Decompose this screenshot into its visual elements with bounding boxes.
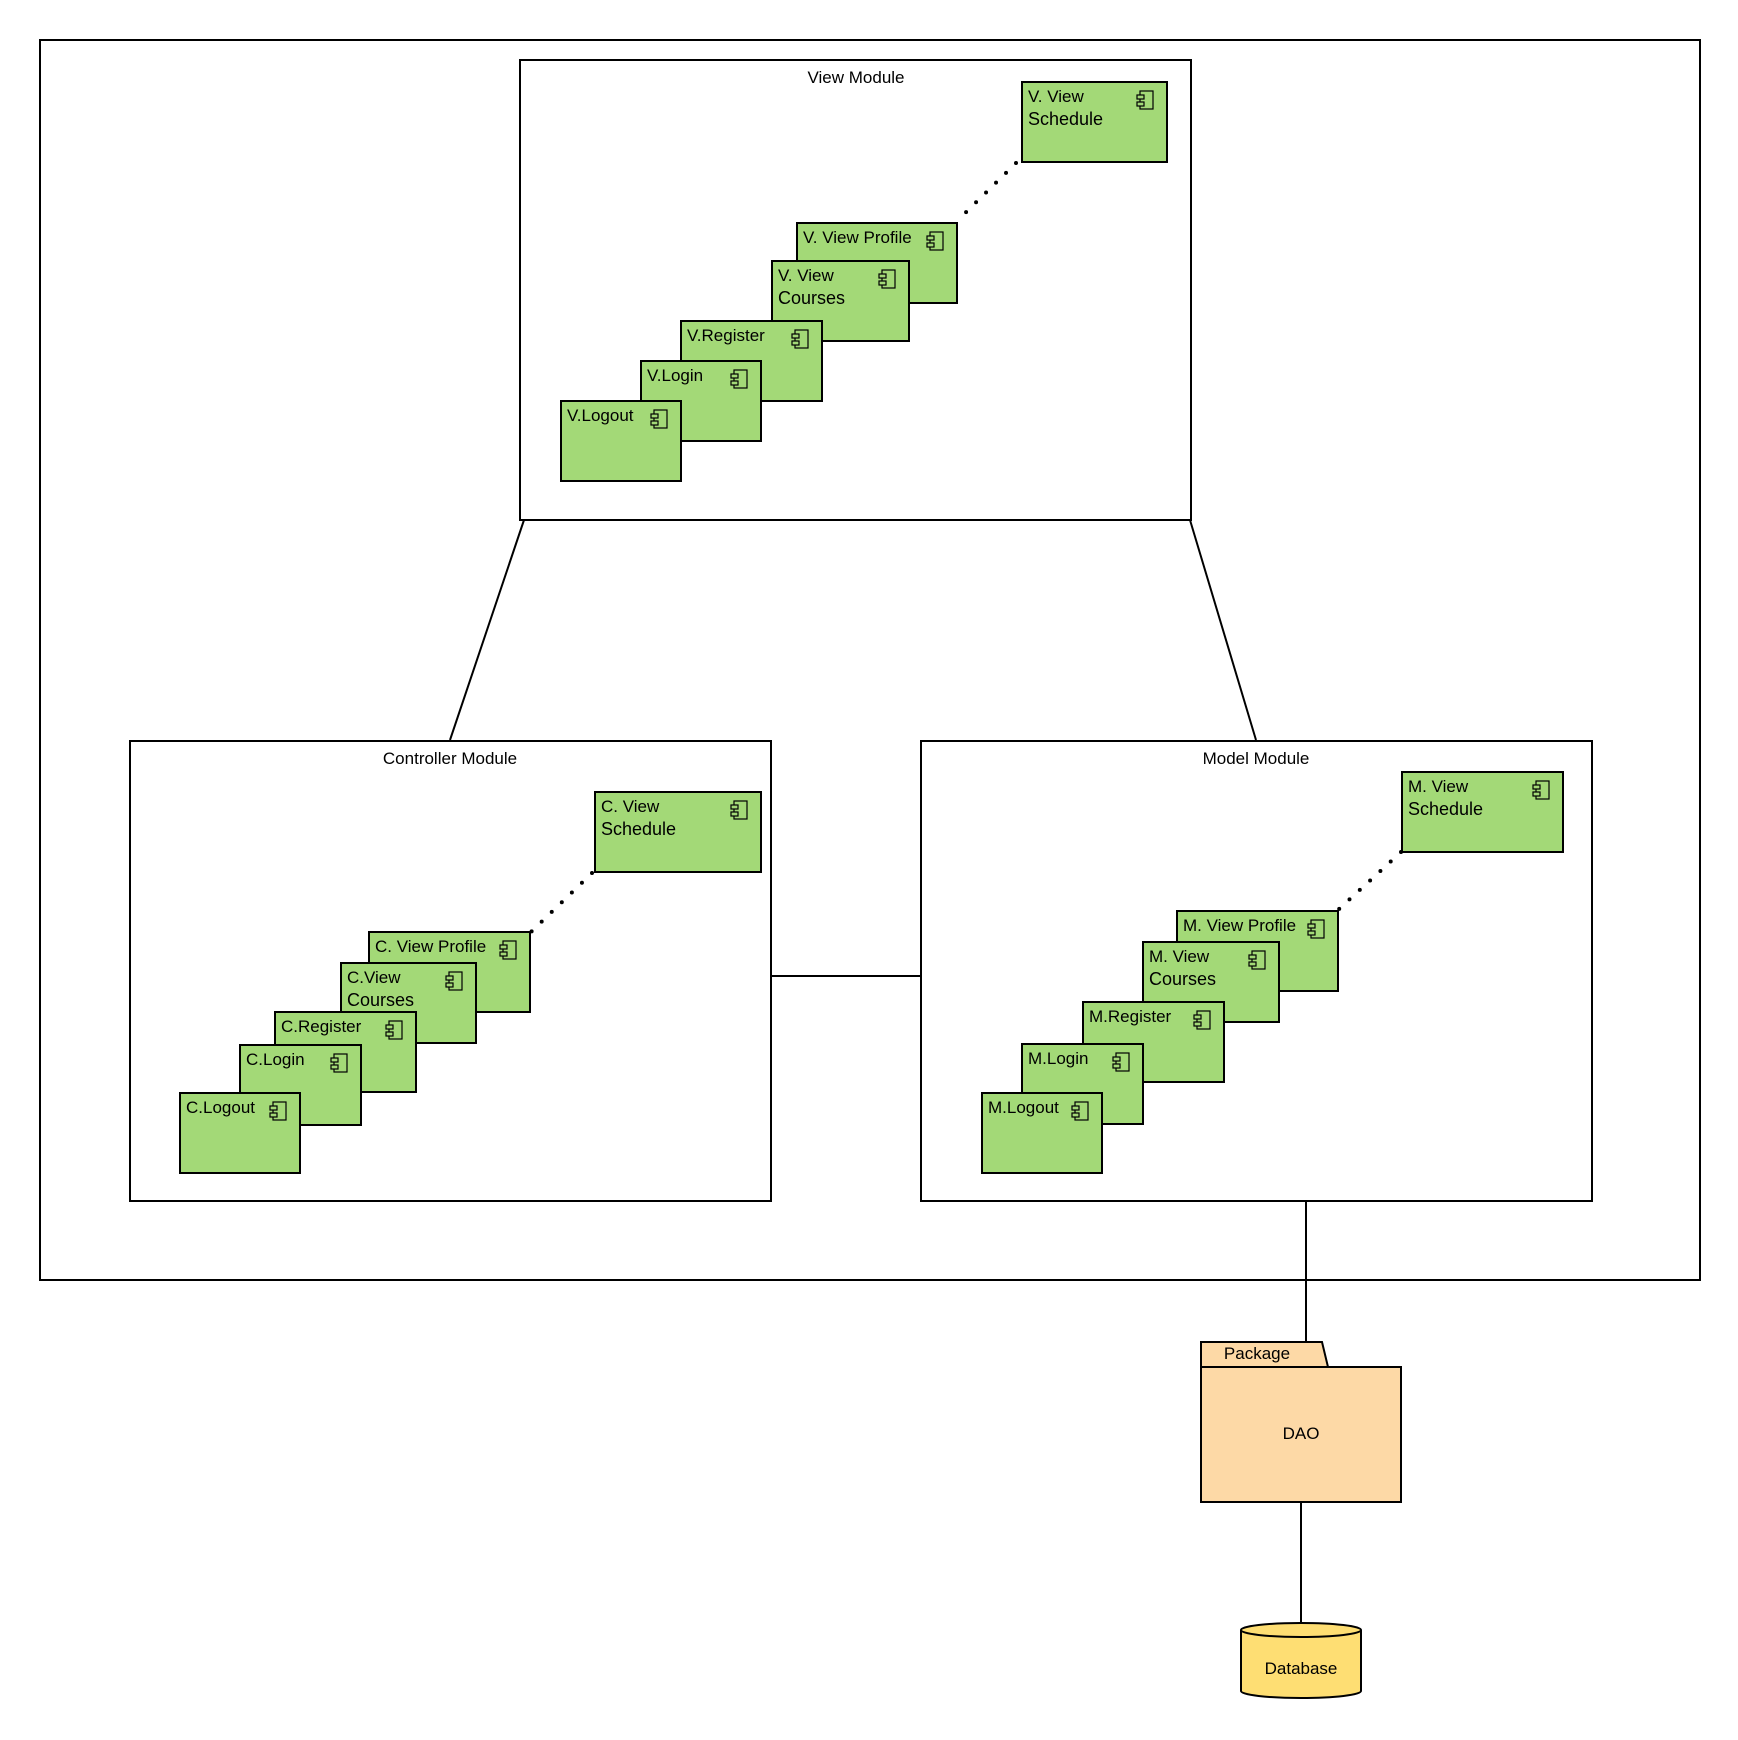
component-label: V. View xyxy=(778,266,834,285)
uml-component-icon xyxy=(791,329,809,349)
controller-module-title: Controller Module xyxy=(383,749,517,768)
uml-component-icon xyxy=(1248,950,1266,970)
component-label: C.Login xyxy=(246,1050,305,1069)
ellipsis-connector xyxy=(1336,850,1403,912)
package-tab-label: Package xyxy=(1224,1344,1290,1363)
component-label: M. View xyxy=(1408,777,1469,796)
component-label: Schedule xyxy=(1028,109,1103,129)
component-label: V.Logout xyxy=(567,406,634,425)
component-label: V.Register xyxy=(687,326,765,345)
component-label: V. View xyxy=(1028,87,1084,106)
component-label: Schedule xyxy=(1408,799,1483,819)
uml-component-icon xyxy=(445,971,463,991)
component-label: C. View xyxy=(601,797,660,816)
component-v-logout: V.Logout xyxy=(560,400,682,482)
component-m-logout: M.Logout xyxy=(981,1092,1103,1174)
model-module-title: Model Module xyxy=(1203,749,1310,768)
database-label: Database xyxy=(1265,1659,1338,1678)
uml-component-icon xyxy=(1112,1052,1130,1072)
component-label: C. View Profile xyxy=(375,937,486,956)
uml-component-icon xyxy=(730,800,748,820)
uml-component-icon xyxy=(269,1101,287,1121)
uml-component-icon xyxy=(926,231,944,251)
uml-component-icon xyxy=(330,1053,348,1073)
uml-component-icon xyxy=(499,940,517,960)
component-label: Courses xyxy=(1149,969,1216,989)
view-module-title: View Module xyxy=(807,68,904,87)
package-name: DAO xyxy=(1283,1424,1320,1443)
component-label: M.Logout xyxy=(988,1098,1059,1117)
view-model-connector xyxy=(1189,519,1257,741)
uml-component-icon xyxy=(878,269,896,289)
uml-component-icon xyxy=(1307,919,1325,939)
component-label: M.Register xyxy=(1089,1007,1172,1026)
uml-component-icon xyxy=(1136,90,1154,110)
ellipsis-connector xyxy=(529,871,594,934)
uml-component-icon xyxy=(385,1020,403,1040)
uml-component-icon xyxy=(730,369,748,389)
uml-component-icon xyxy=(650,409,668,429)
component-label: V. View Profile xyxy=(803,228,912,247)
component-label: Schedule xyxy=(601,819,676,839)
database-cylinder xyxy=(1240,1630,1362,1699)
component-label: C.Logout xyxy=(186,1098,255,1117)
component-c-logout: C.Logout xyxy=(179,1092,301,1174)
component-label: M. View xyxy=(1149,947,1210,966)
package-body xyxy=(1200,1366,1402,1503)
component-label: Courses xyxy=(778,288,845,308)
system-boundary xyxy=(39,39,1701,1281)
component-label: M. View Profile xyxy=(1183,916,1296,935)
uml-component-icon xyxy=(1193,1010,1211,1030)
uml-component-icon xyxy=(1532,780,1550,800)
component-label: C.Register xyxy=(281,1017,362,1036)
component-label: Courses xyxy=(347,990,414,1010)
component-label: C.View xyxy=(347,968,401,987)
uml-component-icon xyxy=(1071,1101,1089,1121)
ellipsis-connector xyxy=(955,161,1018,223)
view-controller-connector xyxy=(449,519,525,741)
component-label: V.Login xyxy=(647,366,703,385)
component-label: M.Login xyxy=(1028,1049,1088,1068)
database-cylinder-top xyxy=(1240,1622,1362,1638)
